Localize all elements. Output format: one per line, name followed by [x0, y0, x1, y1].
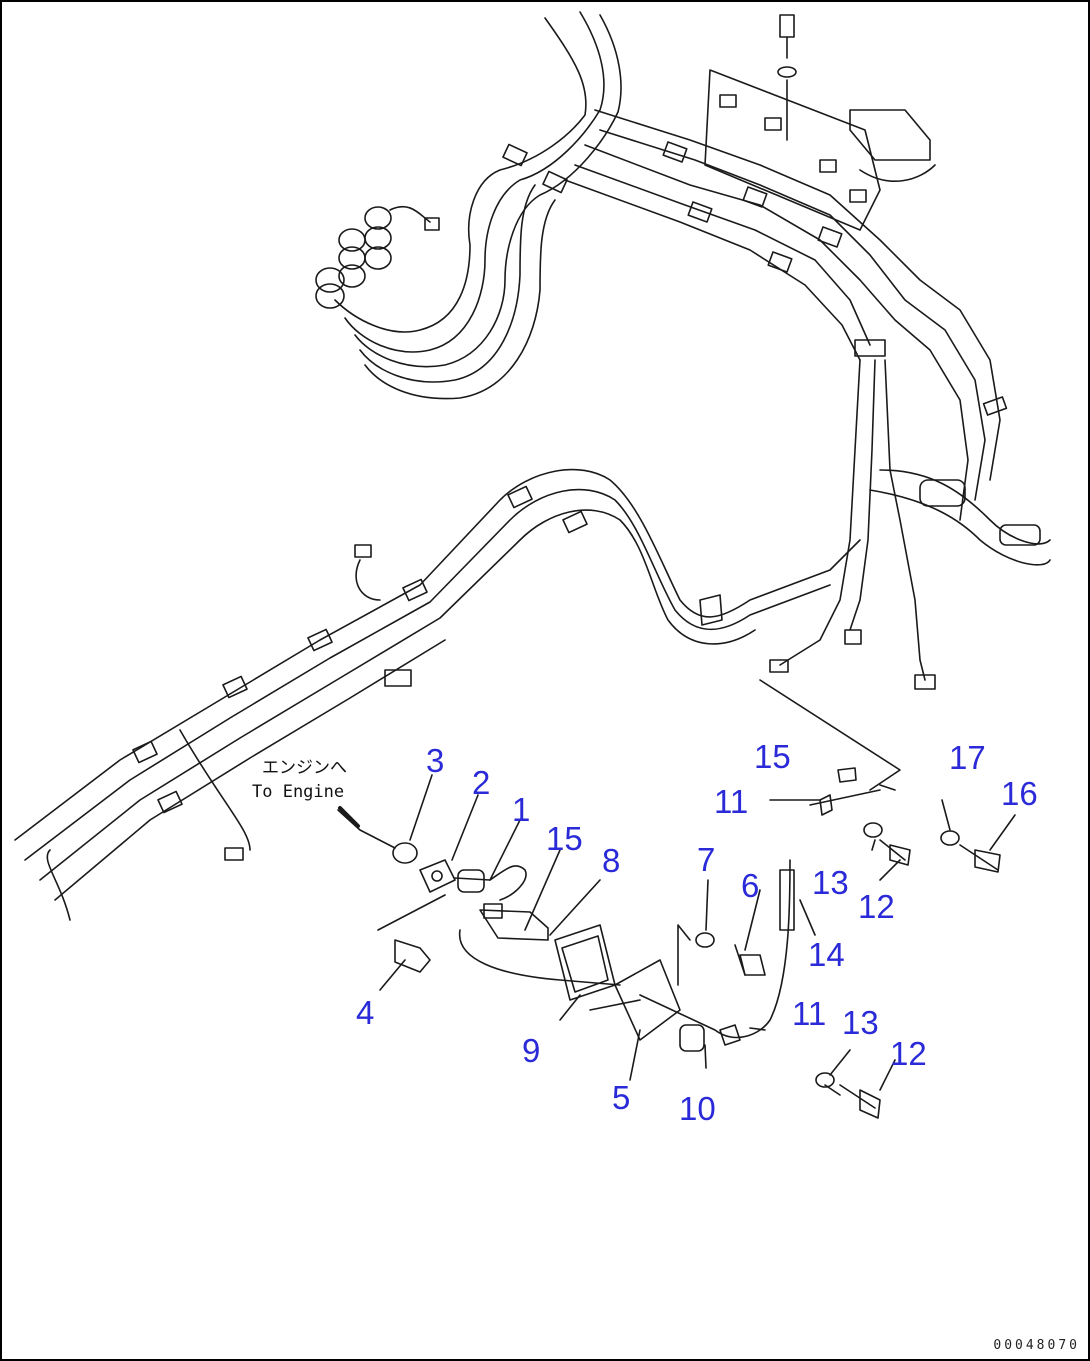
callout-3[interactable]: 3 — [426, 742, 445, 779]
callout-11-lower[interactable]: 11 — [792, 995, 827, 1032]
callout-9[interactable]: 9 — [522, 1032, 541, 1069]
callout-8[interactable]: 8 — [602, 842, 621, 879]
upper-harness — [334, 11, 1001, 521]
callout-1[interactable]: 1 — [512, 791, 531, 828]
callout-4[interactable]: 4 — [356, 994, 375, 1031]
callout-12-upper[interactable]: 12 — [858, 888, 895, 925]
callout-5[interactable]: 5 — [612, 1079, 631, 1116]
callout-15-right[interactable]: 15 — [754, 738, 791, 775]
callout-12-lower[interactable]: 12 — [890, 1035, 927, 1072]
callout-14[interactable]: 14 — [808, 936, 845, 973]
callout-2[interactable]: 2 — [472, 764, 491, 801]
callout-17[interactable]: 17 — [949, 739, 986, 776]
engine-note-jp: エンジンへ — [262, 758, 347, 778]
harness-clamps — [502, 141, 1008, 416]
leader-lines — [337, 679, 1016, 1096]
callout-13-upper[interactable]: 13 — [812, 864, 849, 901]
callout-10[interactable]: 10 — [679, 1090, 716, 1127]
callout-11-upper[interactable]: 11 — [714, 783, 749, 820]
sensor-assembly — [392, 767, 1001, 1119]
callout-16[interactable]: 16 — [1001, 775, 1038, 812]
drawing-code: 00048070 — [993, 1338, 1080, 1353]
relay-box — [704, 14, 936, 231]
callout-13-lower[interactable]: 13 — [842, 1004, 879, 1041]
callout-6[interactable]: 6 — [741, 867, 760, 904]
vertical-harness — [769, 359, 1051, 690]
upper-connectors — [315, 205, 440, 309]
callout-7[interactable]: 7 — [697, 841, 716, 878]
callout-15-left[interactable]: 15 — [546, 820, 583, 857]
lower-harness — [14, 468, 861, 921]
engine-note-en: To Engine — [252, 782, 345, 802]
